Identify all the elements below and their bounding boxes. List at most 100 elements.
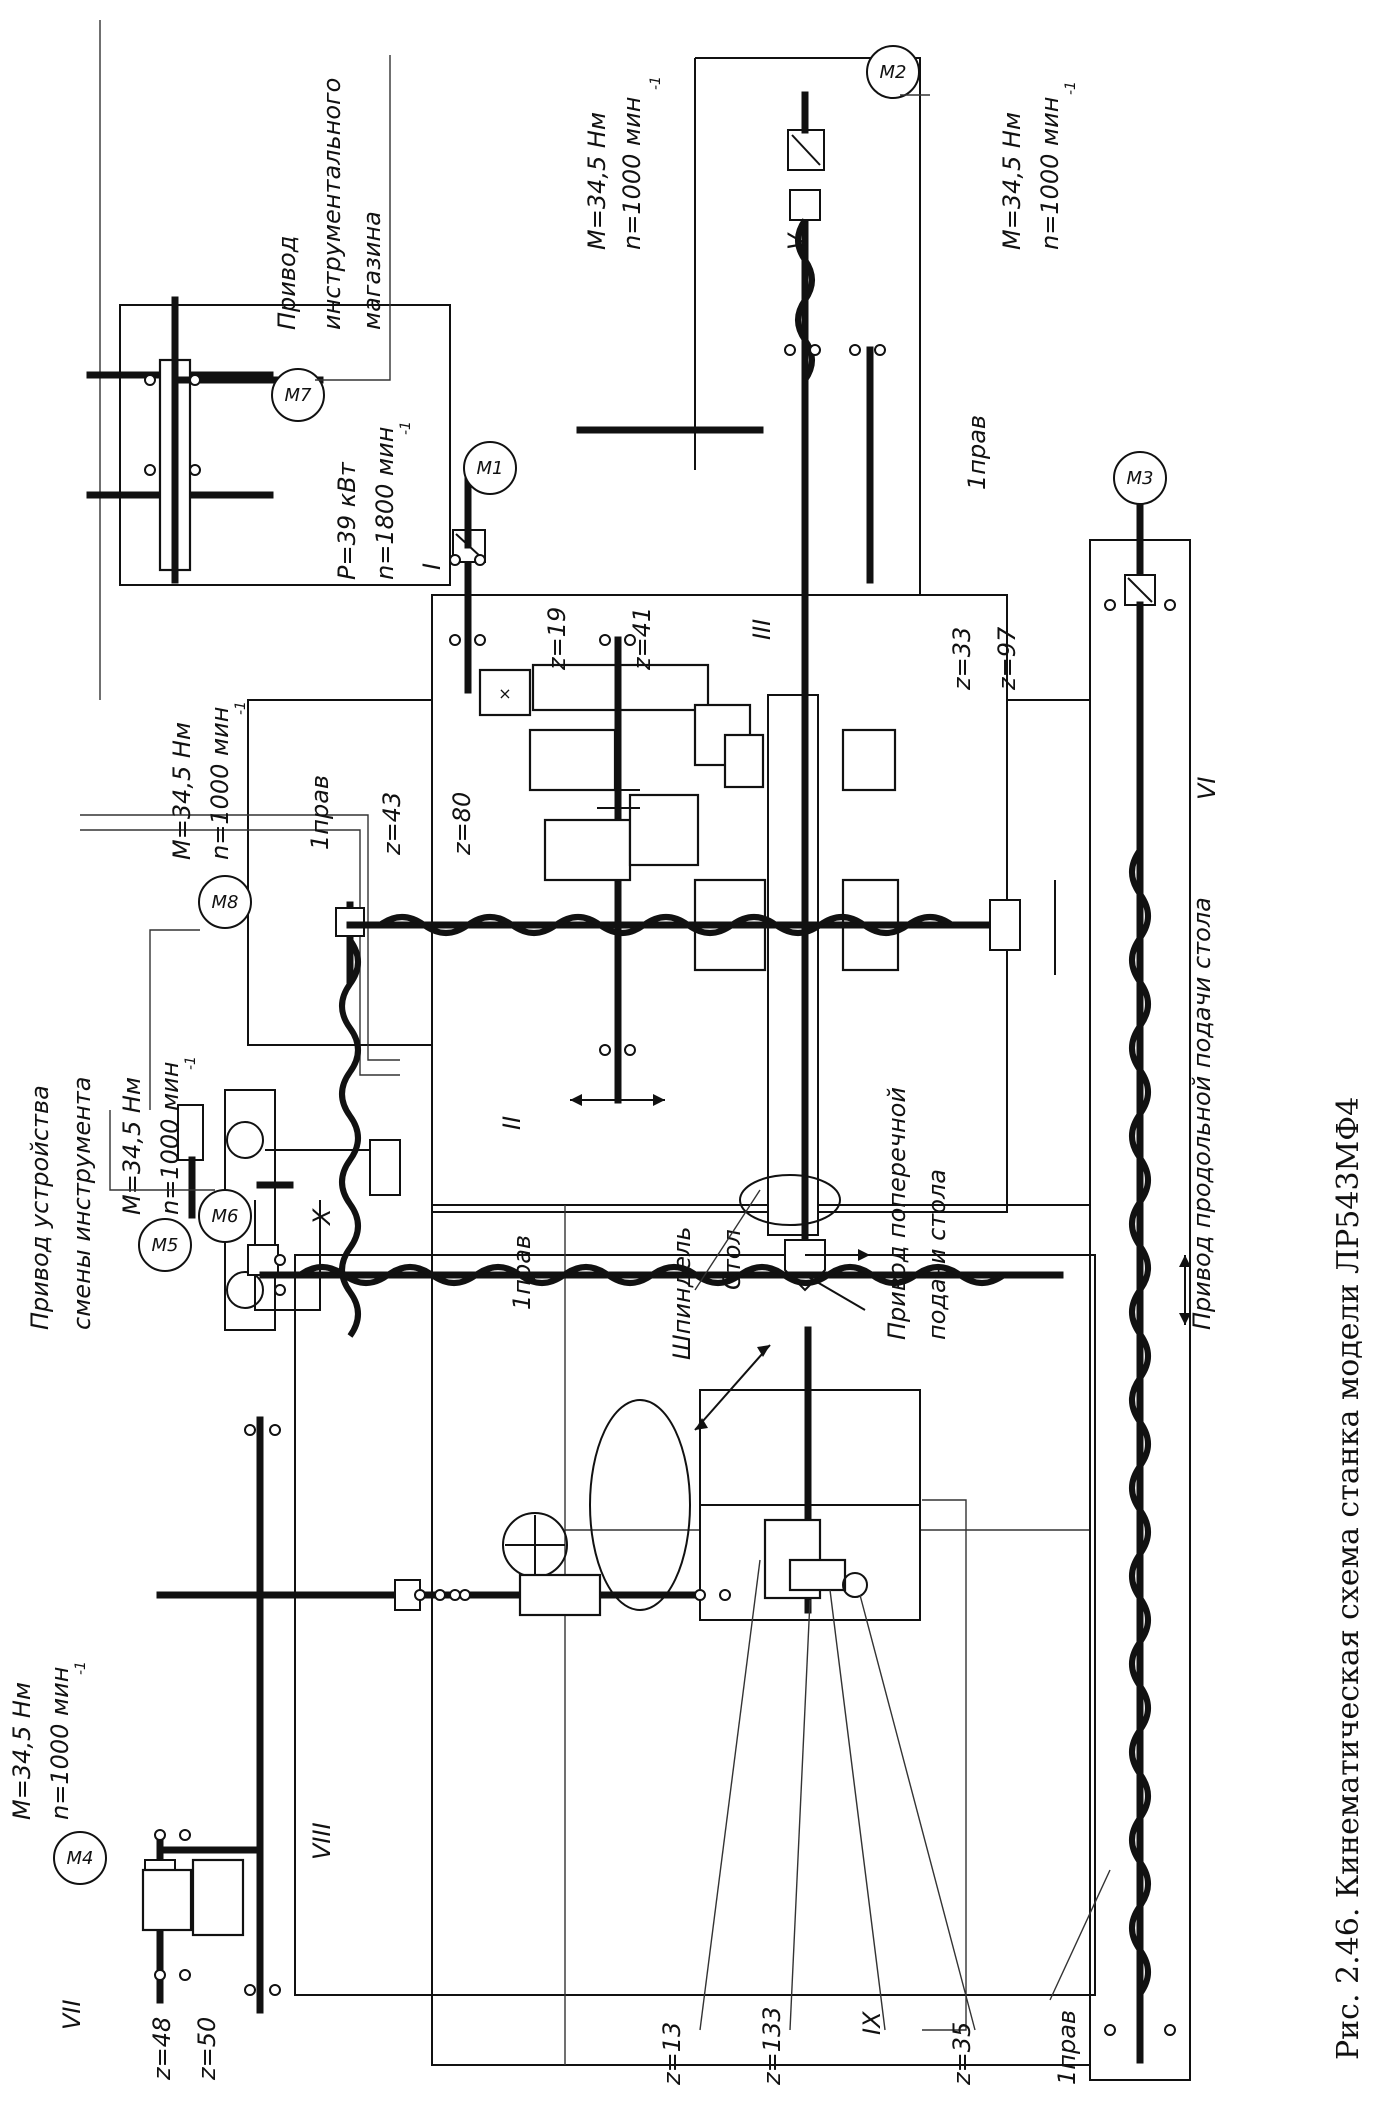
bearing: [694, 1589, 706, 1601]
leader-z133: [789, 1599, 811, 2031]
gear-z33: [841, 728, 897, 792]
arrow-head: [757, 1345, 770, 1357]
bearing: [414, 1589, 426, 1601]
gear-label-z33: z=33: [948, 627, 976, 691]
arrow-head: [695, 1418, 708, 1430]
table-move-arrow: [694, 1344, 771, 1431]
bearing: [179, 1969, 191, 1981]
motor-m4-label: М4: [67, 1848, 94, 1869]
bearing: [449, 554, 461, 566]
spindle: [767, 694, 819, 1236]
m5-torque: М=34,5 Нм: [118, 1077, 146, 1215]
gear-label-z50: z=50: [193, 2017, 221, 2081]
bearing: [1164, 599, 1176, 611]
bearing: [849, 344, 861, 356]
m3-coupling-mark: [1127, 577, 1153, 603]
m1-power: Р=39 кВт: [333, 461, 361, 580]
m1-speed: n=1800 мин: [371, 427, 399, 580]
gear-label-z43: z=43: [378, 792, 406, 856]
m5-exp: -1: [183, 1056, 199, 1070]
bearing: [809, 344, 821, 356]
shaft-label-VIII: VIII: [308, 1822, 336, 1860]
gear-mark: ×: [498, 684, 511, 703]
bearing: [624, 634, 636, 646]
gear-z19b: [628, 793, 700, 867]
shaft-label-VII: VII: [58, 1999, 86, 2030]
m2-drive: [787, 91, 874, 584]
thread-label-m5: 1прав: [508, 1235, 536, 1310]
m3-torque: М=34,5 Нм: [998, 112, 1026, 250]
motor-m1-label: М1: [477, 458, 504, 479]
motor-m6-label: М6: [212, 1206, 239, 1227]
m2-clutch: [789, 189, 821, 221]
gear-z48: [141, 1868, 193, 1932]
shaft-label-IX: IX: [858, 2011, 886, 2035]
cross-feed-note-2: подачи стола: [923, 1169, 951, 1340]
long-feed-note: Привод продольной подачи стола: [1188, 897, 1216, 1330]
thread-label-m8: 1прав: [306, 775, 334, 850]
bearing: [269, 1984, 281, 1996]
changer-link-2: [80, 829, 400, 1076]
motor-m6: [198, 1189, 252, 1243]
gear-label-z97: z=97: [993, 626, 1021, 691]
m1-drive: [464, 426, 764, 549]
gear-z80b: [528, 728, 617, 792]
bearing: [624, 1044, 636, 1056]
arrow-head: [1179, 1255, 1191, 1267]
bearing: [449, 634, 461, 646]
bearing: [144, 374, 156, 386]
motor-m2-label: М2: [880, 62, 907, 83]
long-feed: [1124, 501, 1191, 2064]
bearing: [459, 1589, 471, 1601]
long-feed-screw: [1129, 848, 1151, 1996]
gear-z19: [543, 818, 632, 882]
leaders: [109, 55, 1111, 2031]
motor-m8-label: М8: [212, 892, 239, 913]
table-outer-frame: [431, 1204, 1091, 2066]
m4-speed: n=1000 мин: [46, 1667, 74, 1820]
changer-link-1: [80, 814, 400, 1061]
leader-z35: [859, 1594, 976, 2031]
magazine-note-1: Привод: [273, 236, 301, 330]
gear-label-z13: z=13: [658, 2022, 686, 2086]
motor-m3-label: М3: [1127, 468, 1154, 489]
gear-z35: [842, 1572, 868, 1598]
motor-m7-label: М7: [285, 385, 313, 406]
gear-label-z41: z=41: [628, 607, 656, 671]
motor-m3: [1113, 451, 1167, 505]
arrow-head: [858, 1249, 870, 1261]
shaft-label-VI: VI: [1193, 777, 1221, 801]
gear-label-z80: z=80: [448, 792, 476, 856]
arrow-head: [653, 1094, 665, 1106]
worm-wheel-block: [518, 1573, 602, 1617]
shaft-label-III: III: [748, 619, 776, 640]
m2-drive-frame: [695, 57, 921, 595]
changer-gear-2: [226, 1271, 264, 1309]
bearing: [274, 1254, 286, 1266]
gear-label-z19: z=19: [543, 607, 571, 671]
motor-m1: [463, 441, 517, 495]
motor-m4: [53, 1831, 107, 1885]
spindle-rotation: [739, 1174, 841, 1226]
bearing: [434, 1589, 446, 1601]
cross-feed-note-1: Привод поперечной: [883, 1087, 911, 1340]
bearing: [244, 1984, 256, 1996]
gear-z41-mesh: [723, 733, 765, 789]
shaft-label-II: II: [498, 1116, 526, 1130]
bearings: [144, 344, 1176, 2036]
bearing: [269, 1424, 281, 1436]
leader-IX: [829, 1589, 886, 2031]
m4-torque: М=34,5 Нм: [8, 1682, 36, 1820]
gear-z13: [788, 1558, 847, 1592]
leader-m8: [149, 929, 200, 1110]
shaft-label-I: I: [418, 563, 446, 570]
m5-coupling: [247, 1244, 279, 1276]
tool-changer: [177, 1089, 401, 1331]
changer-note-1: Привод устройства: [26, 1085, 54, 1330]
table-inner-right: [922, 1499, 967, 2031]
bearing: [719, 1589, 731, 1601]
gear-label-z133: z=133: [758, 2006, 786, 2086]
m2-coupling-mark: [791, 134, 821, 166]
bearing: [189, 464, 201, 476]
